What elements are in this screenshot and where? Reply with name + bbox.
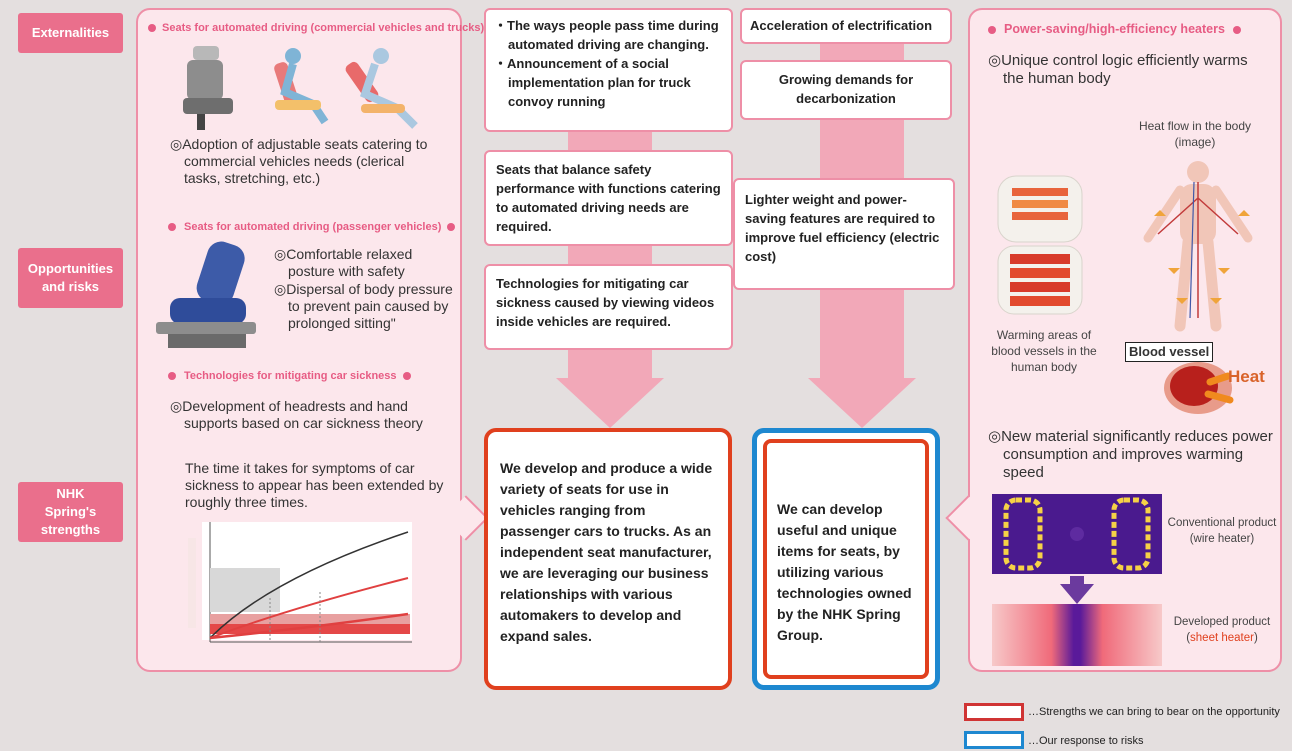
col1-externality-box: ・The ways people pass time during automa…: [484, 8, 733, 132]
conventional-label: Conventional product: [1167, 517, 1277, 529]
developed-sub-label: (sheet heater): [1186, 632, 1258, 644]
col2-risk-box: We can develop useful and unique items f…: [752, 428, 940, 690]
col2-externality-box-2: Growing demands for decarbonization: [740, 60, 952, 120]
col1-opportunity-box-2: Technologies for mitigating car sickness…: [484, 264, 733, 350]
developed-caption: Developed product (sheet heater): [1166, 614, 1278, 646]
label-strengths: NHK Spring's strengths: [18, 482, 123, 542]
col2-externality-box-1: Acceleration of electrification: [740, 8, 952, 44]
heading-commercial-seats: Seats for automated driving (commercial …: [148, 22, 504, 34]
heater-down-arrow-head: [1060, 584, 1094, 604]
heat-label: Heat: [1228, 367, 1265, 386]
col1-arrow-head: [556, 378, 664, 428]
heading-passenger-seats: Seats for automated driving (passenger v…: [168, 221, 461, 233]
conventional-sub-label: (wire heater): [1189, 533, 1255, 545]
heaters-text-2: ◎New material significantly reduces powe…: [988, 428, 1273, 481]
col1-externality-item-1: ・The ways people pass time during automa…: [494, 18, 719, 52]
car-sickness-chart: [188, 522, 412, 643]
blood-vessel-illustration: [1164, 362, 1234, 414]
passenger-seats-text-1: ◎Comfortable relaxed posture with safety: [274, 246, 413, 279]
commercial-seats-illustration: [183, 46, 418, 130]
seat-heater-illustration: [997, 175, 1083, 315]
human-body-illustration: [1143, 161, 1253, 332]
conventional-caption: Conventional product (wire heater): [1166, 515, 1278, 547]
col1-opportunity-box-1: Seats that balance safety performance wi…: [484, 150, 733, 246]
commercial-seats-text: ◎Adoption of adjustable seats catering t…: [170, 136, 428, 186]
heading-car-sickness: Technologies for mitigating car sickness: [168, 370, 417, 382]
seat-illustration-1: [183, 46, 233, 130]
legend-red-text: …Strengths we can bring to bear on the o…: [1028, 706, 1280, 718]
heaters-text-1: ◎Unique control logic efficiently warms …: [988, 52, 1248, 87]
legend-blue-swatch: [964, 731, 1024, 749]
passenger-seats-text-2: ◎Dispersal of body pressure to prevent p…: [274, 281, 453, 331]
legend-blue-text: …Our response to risks: [1028, 735, 1144, 747]
developed-label: Developed product: [1173, 616, 1271, 628]
label-opportunities-risks: Opportunities and risks: [18, 248, 123, 308]
col1-externality-item-2: ・Announcement of a social implementation…: [494, 56, 691, 109]
caption-warming-areas: Warming areas of blood vessels in the hu…: [991, 328, 1097, 374]
label-externalities: Externalities: [18, 13, 123, 53]
blood-vessel-label: Blood vessel: [1125, 342, 1214, 362]
developed-heater-image: [992, 604, 1162, 666]
passenger-seat-illustration: [156, 241, 256, 348]
conventional-heater-image: [992, 494, 1162, 574]
col2-arrow-head: [808, 378, 916, 428]
col1-strength-box: We develop and produce a wide variety of…: [484, 428, 732, 690]
heater-down-arrow: [1070, 576, 1084, 586]
car-sickness-text-2: The time it takes for symptoms of car si…: [185, 460, 444, 510]
col2-risk-inner-box: We can develop useful and unique items f…: [763, 439, 929, 679]
caption-heat-flow: Heat flow in the body (image): [1138, 119, 1252, 149]
seat-illustration-3: [345, 48, 418, 129]
car-sickness-text-1: ◎Development of headrests and hand suppo…: [170, 398, 423, 431]
legend-red-swatch: [964, 703, 1024, 721]
seat-illustration-2: [274, 48, 329, 125]
heading-heaters: Power-saving/high-efficiency heaters: [988, 22, 1247, 36]
col2-opportunity-box: Lighter weight and power-saving features…: [733, 178, 955, 290]
